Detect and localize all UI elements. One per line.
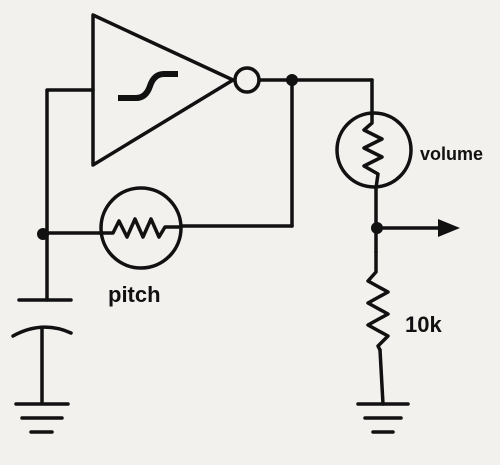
ground-icon — [356, 402, 410, 434]
capacitor-icon — [11, 298, 73, 404]
ground-icon — [14, 402, 70, 434]
arrow-right-icon — [438, 219, 460, 237]
pitch-label: pitch — [108, 282, 161, 307]
volume-resistor-zigzag — [362, 113, 384, 190]
junction-dot-divider — [371, 222, 383, 234]
resistor-zigzag — [366, 250, 390, 352]
resistor-bottom-wire — [378, 348, 385, 406]
photoresistor-icon — [335, 111, 413, 190]
hysteresis-symbol — [118, 71, 178, 101]
wires — [45, 78, 442, 406]
volume-photoresistor-circle — [335, 111, 413, 189]
volume-label: volume — [420, 144, 483, 164]
resistor-value-label: 10k — [405, 312, 442, 337]
junction-dot-input — [37, 228, 49, 240]
junction-dot-output — [286, 74, 298, 86]
photoresistor-icon — [99, 186, 183, 270]
pitch-resistor-zigzag — [99, 217, 183, 239]
resistor-icon — [366, 250, 390, 352]
